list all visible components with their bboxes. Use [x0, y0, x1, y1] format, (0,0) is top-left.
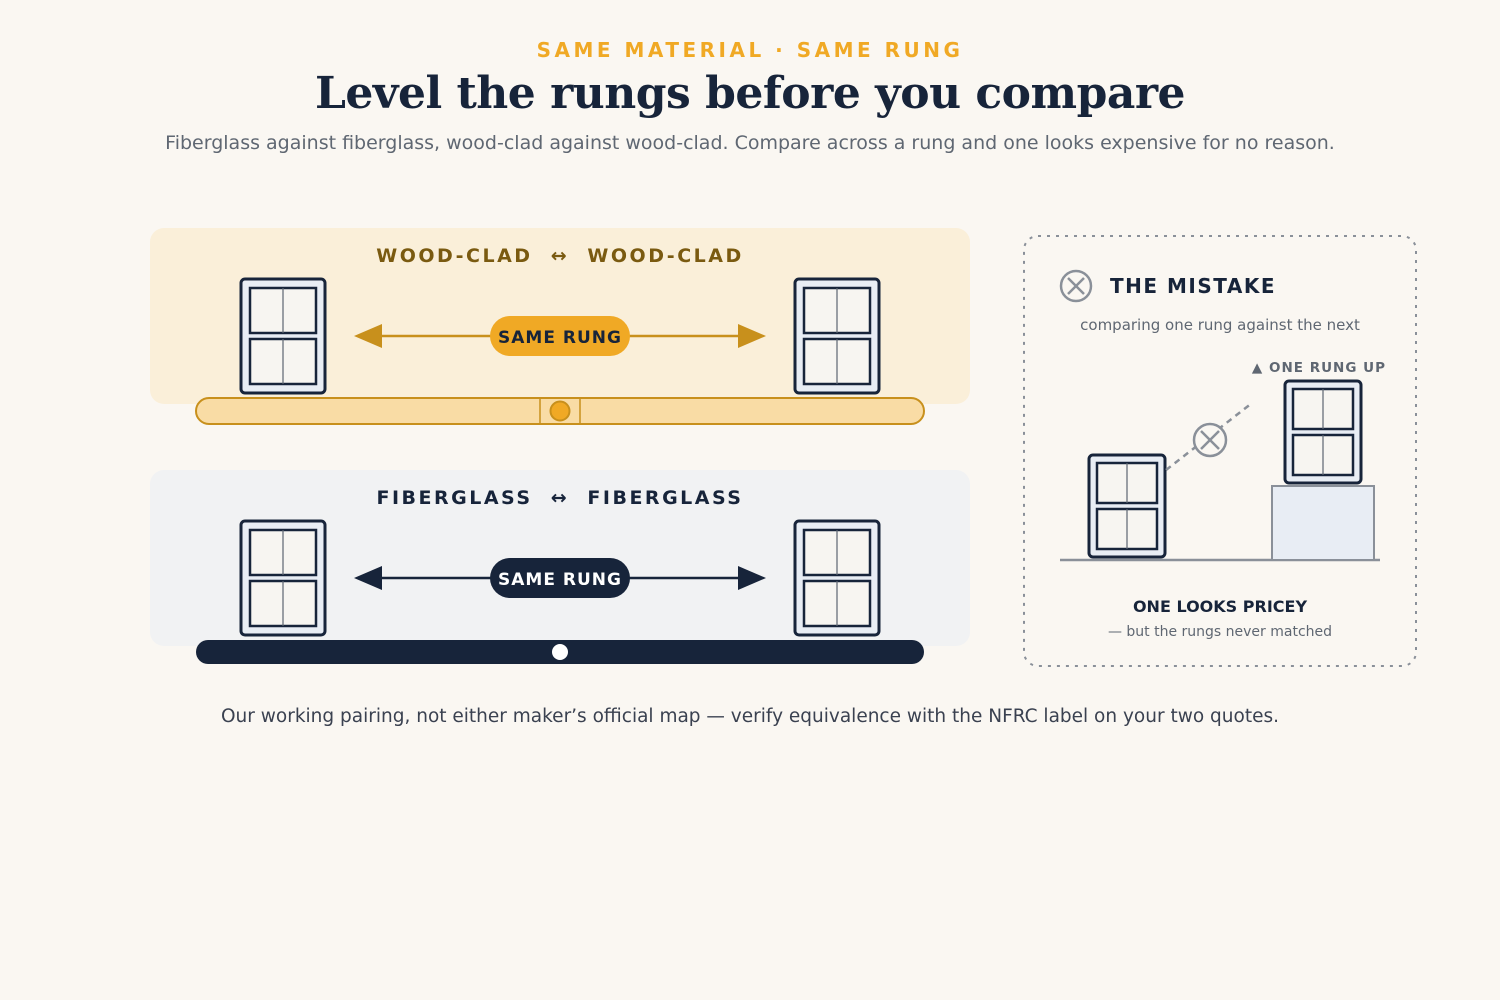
- mistake-card-border: [1023, 235, 1417, 667]
- mistake-title: THE MISTAKE: [1110, 274, 1276, 298]
- footnote: Our working pairing, not either maker’s …: [221, 706, 1279, 727]
- fiberglass-same-rung-badge: [490, 558, 630, 598]
- result-note: — but the rungs never matched: [1108, 624, 1332, 640]
- mistake-window-low-icon: [1087, 453, 1167, 559]
- wood-same-rung-badge: [490, 316, 630, 356]
- fiberglass-arrow-right-icon: [738, 566, 766, 590]
- fiberglass-window-left-icon: [239, 519, 327, 637]
- wood-window-right-icon: [793, 277, 881, 395]
- mistake-subtitle: comparing one rung against the next: [1080, 316, 1360, 334]
- one-rung-up-label: ▲ ONE RUNG UP: [1252, 360, 1386, 376]
- wood-arrow-left-icon: [354, 324, 382, 348]
- x-circle-icon: [1059, 269, 1093, 303]
- mistake-card: THE MISTAKE comparing one rung against t…: [1023, 235, 1417, 667]
- fiberglass-window-right-icon: [793, 519, 881, 637]
- wood-level-bubble-icon: [549, 400, 571, 422]
- fiberglass-arrow-left-icon: [354, 566, 382, 590]
- fiberglass-level-bubble-icon: [552, 644, 568, 660]
- wood-level-vial: [539, 397, 581, 425]
- page-title: Level the rungs before you compare: [314, 68, 1186, 119]
- wood-panel-heading: WOOD-CLAD ↔ WOOD-CLAD: [376, 245, 743, 267]
- wood-clad-panel: WOOD-CLAD ↔ WOOD-CLAD SAME RUNG: [150, 228, 970, 425]
- fiberglass-panel-heading: FIBERGLASS ↔ FIBERGLASS: [376, 487, 743, 509]
- fiberglass-badge-label: SAME RUNG: [498, 570, 622, 590]
- wood-badge-label: SAME RUNG: [498, 328, 622, 348]
- mismatch-x-icon: [1192, 422, 1228, 458]
- mistake-window-high-icon: [1283, 379, 1363, 485]
- page-subtitle: Fiberglass against fiberglass, wood-clad…: [165, 132, 1335, 154]
- eyebrow: SAME MATERIAL · SAME RUNG: [536, 38, 964, 62]
- wood-arrow-right-icon: [738, 324, 766, 348]
- result-title: ONE LOOKS PRICEY: [1133, 597, 1307, 616]
- wood-window-left-icon: [239, 277, 327, 395]
- mismatch-dashed-line: [1165, 402, 1253, 471]
- fiberglass-panel: FIBERGLASS ↔ FIBERGLASS SAME RUNG: [150, 470, 970, 664]
- step-block: [1271, 485, 1375, 561]
